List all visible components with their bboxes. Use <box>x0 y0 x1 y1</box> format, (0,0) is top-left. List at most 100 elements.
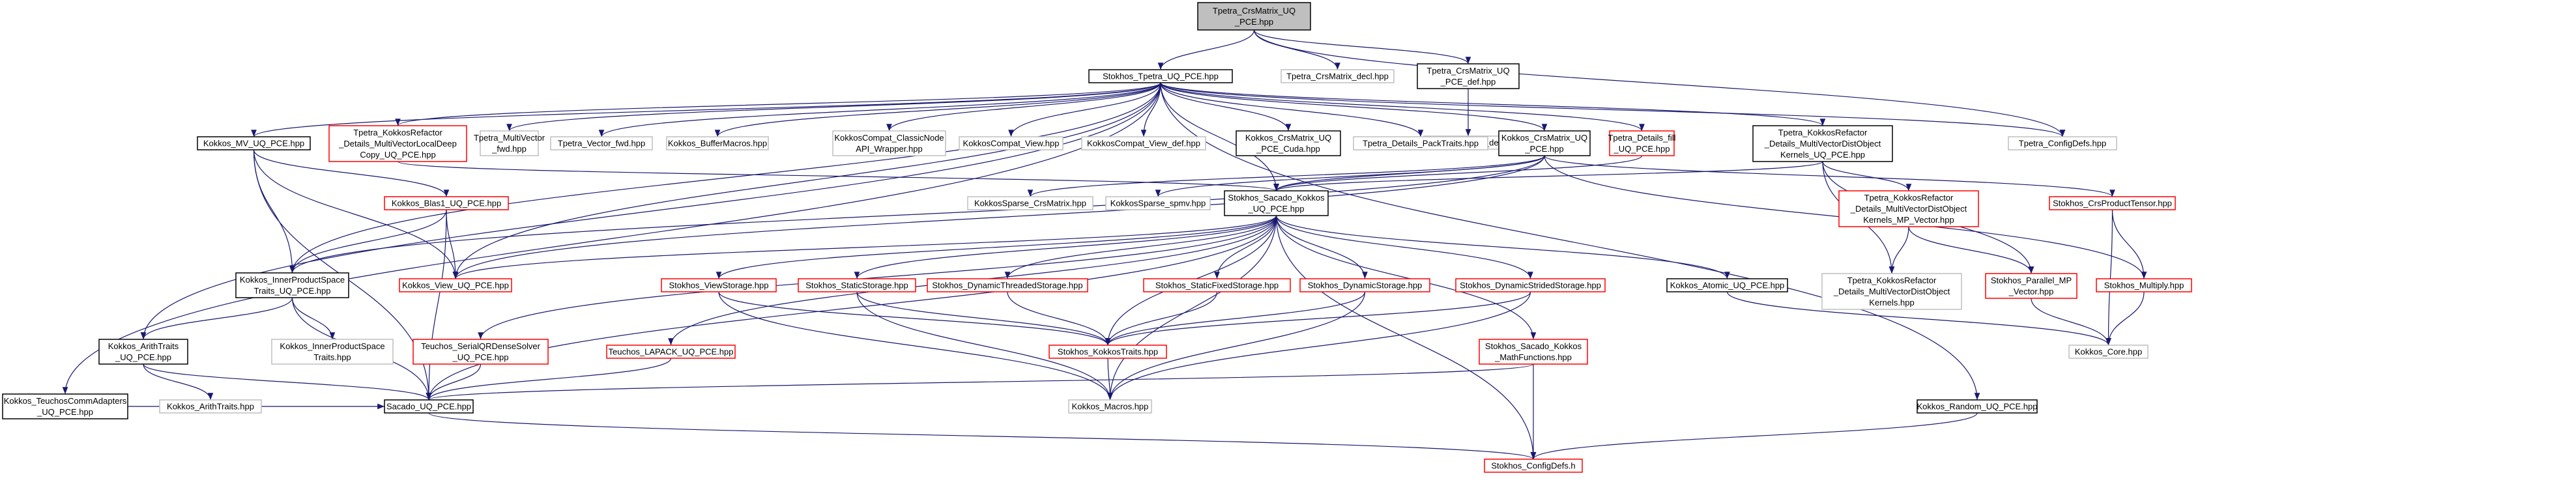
node-label: _PCE_def.hpp <box>1440 77 1496 87</box>
edge-mp_vector-to-refactor_kernels <box>1889 226 1909 274</box>
node-root[interactable]: Tpetra_CrsMatrix_UQ_PCE.hpp <box>1197 2 1311 31</box>
node-crs-cuda[interactable]: Kokkos_CrsMatrix_UQ_PCE_Cuda.hpp <box>1236 130 1341 156</box>
node-box <box>1049 345 1167 359</box>
node-label: Stokhos_Sacado_Kokkos <box>1485 341 1582 351</box>
node-box <box>1455 278 1606 292</box>
node-label: Copy_UQ_PCE.hpp <box>360 150 435 160</box>
node-box <box>1299 278 1430 292</box>
node-multiply[interactable]: Stokhos_Multiply.hpp <box>2096 278 2192 292</box>
node-blas1[interactable]: Kokkos_Blas1_UQ_PCE.hpp <box>384 196 509 210</box>
node-box <box>399 278 512 292</box>
node-label: _MathFunctions.hpp <box>1494 352 1572 362</box>
node-crs-def-uq[interactable]: Tpetra_CrsMatrix_UQ_PCE_def.hpp <box>1417 63 1520 89</box>
node-comm-adapters[interactable]: Kokkos_TeuchosCommAdapters_UQ_PCE.hpp <box>2 393 128 419</box>
node-box <box>197 136 311 150</box>
node-pack-traits: Tpetra_Details_PackTraits.hpp <box>1353 136 1488 150</box>
edge-dyn_strided-to-kokkos_traits <box>1105 291 1531 346</box>
node-arith-uq[interactable]: Kokkos_ArithTraits_UQ_PCE.hpp <box>98 339 188 365</box>
node-kokkos-crs-uq[interactable]: Kokkos_CrsMatrix_UQ_PCE.hpp <box>1498 130 1591 156</box>
node-label: KokkosSparse_spmv.hpp <box>1110 199 1206 208</box>
node-label: _Details_MultiVectorDistObject <box>1850 204 1967 214</box>
node-box <box>159 399 262 414</box>
node-label: Kokkos_View_UQ_PCE.hpp <box>402 281 509 290</box>
node-view-storage[interactable]: Stokhos_ViewStorage.hpp <box>661 278 777 292</box>
node-label: Kokkos_Core.hpp <box>2075 347 2142 357</box>
node-label: Tpetra_Vector_fwd.hpp <box>558 139 645 148</box>
edge-kokkos_crs_uq-to-sparse_crs <box>1027 155 1545 197</box>
node-label: Stokhos_Multiply.hpp <box>2104 281 2184 290</box>
node-lapack[interactable]: Teuchos_LAPACK_UQ_PCE.hpp <box>606 345 736 359</box>
node-sacado-uq[interactable]: Sacado_UQ_PCE.hpp <box>384 399 474 414</box>
node-label: Stokhos_KokkosTraits.hpp <box>1058 347 1158 357</box>
node-label: Sacado_UQ_PCE.hpp <box>386 402 471 412</box>
node-label: Teuchos_SerialQRDenseSolver <box>421 341 540 351</box>
edge-refactor_dist-to-sacado_kokkos <box>1273 161 1823 191</box>
node-details-fill[interactable]: Tpetra_Details_fill_UQ_PCE.hpp <box>1608 130 1676 156</box>
node-view-uq[interactable]: Kokkos_View_UQ_PCE.hpp <box>399 278 512 292</box>
edge-view_storage-to-kokkos_macros <box>718 291 1113 401</box>
edge-sacado_kokkos-to-static_fixed <box>1214 215 1277 279</box>
edge-details_fill-to-sacado_kokkos <box>1273 155 1643 191</box>
edge-tpetra_uq-to-refactor_local <box>395 82 1161 126</box>
edge-root-to-tpetra_uq <box>1157 29 1255 70</box>
node-box <box>1143 278 1291 292</box>
node-label: API_Wrapper.hpp <box>856 144 922 154</box>
node-box <box>2049 196 2176 210</box>
edge-sacado_uq-to-stokhos_config <box>428 412 1536 460</box>
edge-root-to-config_defs <box>1253 29 2066 137</box>
node-label: Kokkos_InnerProductSpace <box>240 275 345 285</box>
node-static-storage[interactable]: Stokhos_StaticStorage.hpp <box>798 278 916 292</box>
edge-parallel_mp-to-core <box>2031 298 2111 346</box>
node-label: Tpetra_CrsMatrix_UQ <box>1213 6 1295 16</box>
edge-multiply-to-core <box>2106 291 2145 346</box>
node-parallel-mp[interactable]: Stokhos_Parallel_MP_Vector.hpp <box>1985 273 2077 299</box>
node-box <box>666 136 769 150</box>
node-sparse-crs: KokkosSparse_CrsMatrix.hpp <box>967 196 1093 210</box>
node-serial-qr[interactable]: Teuchos_SerialQRDenseSolver_UQ_PCE.hpp <box>412 339 549 365</box>
node-math-functions[interactable]: Stokhos_Sacado_Kokkos_MathFunctions.hpp <box>1479 339 1588 365</box>
node-box <box>1609 130 1675 156</box>
edge-blas1-to-sacado_uq <box>426 209 447 401</box>
edge-tpetra_uq-to-compat_view <box>1008 82 1161 137</box>
node-label: Kokkos_ArithTraits <box>108 341 179 351</box>
node-label: Stokhos_DynamicThreadedStorage.hpp <box>932 281 1082 290</box>
node-box <box>328 125 467 162</box>
edge-tpetra_uq-to-classic_node <box>886 82 1161 132</box>
node-label: Tpetra_ConfigDefs.hpp <box>2019 139 2106 148</box>
node-dyn-threaded[interactable]: Stokhos_DynamicThreadedStorage.hpp <box>927 278 1088 292</box>
node-label: KokkosSparse_CrsMatrix.hpp <box>974 199 1086 208</box>
edge-mv_uq-to-inner_uq <box>253 149 295 274</box>
node-crs-product[interactable]: Stokhos_CrsProductTensor.hpp <box>2049 196 2176 210</box>
edge-tpetra_uq-to-buffer_macros <box>714 82 1161 137</box>
node-label: Kokkos_Macros.hpp <box>1072 402 1149 412</box>
node-mv-uq[interactable]: Kokkos_MV_UQ_PCE.hpp <box>197 136 311 150</box>
node-sacado-kokkos[interactable]: Stokhos_Sacado_Kokkos_UQ_PCE.hpp <box>1224 190 1329 216</box>
edge-serial_qr-to-sacado_uq <box>426 363 482 401</box>
edge-refactor_dist-to-mp_vector <box>1822 161 1912 191</box>
node-label: KokkosCompat_View.hpp <box>963 139 1060 148</box>
node-box <box>384 196 509 210</box>
node-random-uq[interactable]: Kokkos_Random_UQ_PCE.hpp <box>1917 399 2038 414</box>
node-static-fixed[interactable]: Stokhos_StaticFixedStorage.hpp <box>1143 278 1291 292</box>
node-mp-vector[interactable]: Tpetra_KokkosRefactor_Details_MultiVecto… <box>1838 190 1979 227</box>
edge-root-to-crs_decl <box>1253 29 1340 70</box>
node-dynamic-storage[interactable]: Stokhos_DynamicStorage.hpp <box>1299 278 1430 292</box>
node-label: Kokkos_MV_UQ_PCE.hpp <box>203 139 304 148</box>
node-box <box>2068 345 2149 359</box>
node-inner-uq[interactable]: Kokkos_InnerProductSpaceTraits_UQ_PCE.hp… <box>235 272 349 298</box>
node-label: _Vector.hpp <box>2008 287 2054 296</box>
node-label: Kernels.hpp <box>1869 298 1914 307</box>
node-refactor-dist[interactable]: Tpetra_KokkosRefactor_Details_MultiVecto… <box>1752 125 1893 162</box>
node-tpetra-uq[interactable]: Stokhos_Tpetra_UQ_PCE.hpp <box>1088 69 1233 83</box>
node-atomic-uq[interactable]: Kokkos_Atomic_UQ_PCE.hpp <box>1666 278 1788 292</box>
node-stokhos-config[interactable]: Stokhos_ConfigDefs.h <box>1484 459 1583 473</box>
nodes-layer: Tpetra_CrsMatrix_UQ_PCE.hppStokhos_Tpetr… <box>2 2 2192 473</box>
node-dyn-strided[interactable]: Stokhos_DynamicStridedStorage.hpp <box>1455 278 1606 292</box>
edge-tpetra_uq-to-arith_uq <box>140 82 1161 340</box>
node-box <box>1752 125 1893 162</box>
node-kokkos-traits[interactable]: Stokhos_KokkosTraits.hpp <box>1049 345 1167 359</box>
node-vector-fwd: Tpetra_Vector_fwd.hpp <box>550 136 653 150</box>
node-refactor-local[interactable]: Tpetra_KokkosRefactor_Details_MultiVecto… <box>328 125 467 162</box>
node-box <box>550 136 653 150</box>
edge-static_storage-to-kokkos_traits <box>856 291 1111 346</box>
